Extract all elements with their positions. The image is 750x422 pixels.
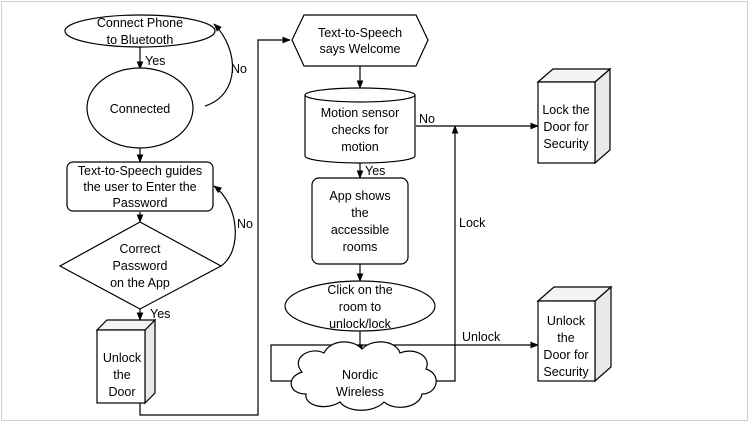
unlock-right-line-4: Security — [543, 365, 589, 379]
unlock-left-line-2: the — [113, 368, 130, 382]
app-rooms-line-2: the — [351, 206, 368, 220]
welcome-line-2: says Welcome — [319, 42, 400, 56]
edge-label-yes-password: Yes — [150, 307, 170, 321]
node-app-rooms: App shows the accessible rooms — [311, 177, 409, 265]
tts-guides-line-2: the user to Enter the — [83, 180, 196, 194]
edge-nordic-unlock-path — [270, 341, 539, 382]
node-click-room: Click on the room to unlock/lock — [284, 280, 436, 332]
node-unlock-door-left: Unlock the Door — [95, 318, 157, 405]
unlock-right-line-1: Unlock — [547, 314, 586, 328]
app-rooms-line-1: App shows — [329, 189, 390, 203]
connect-phone-line-2: to Bluetooth — [107, 33, 174, 47]
connected-label: Connected — [110, 102, 171, 116]
unlock-right-line-3: Door for — [543, 348, 588, 362]
node-tts-guides: Text-to-Speech guides the user to Enter … — [66, 161, 214, 212]
node-connect-phone: Connect Phone to Bluetooth — [64, 14, 216, 48]
password-line-3: on the App — [110, 276, 170, 290]
connectors — [136, 23, 539, 416]
unlock-left-line-3: Door — [108, 385, 135, 399]
node-correct-password: Correct Password on the App — [58, 221, 223, 310]
unlock-left-line-1: Unlock — [103, 351, 142, 365]
welcome-line-1: Text-to-Speech — [318, 26, 402, 40]
nordic-line-2: Wireless — [336, 385, 384, 399]
edge-password-back-to-tts — [213, 185, 236, 267]
motion-line-3: motion — [341, 140, 379, 154]
lock-door-line-3: Security — [543, 137, 589, 151]
motion-line-1: Motion sensor — [321, 106, 400, 120]
unlock-right-line-2: the — [557, 331, 574, 345]
lock-door-line-1: Lock the — [542, 103, 589, 117]
click-room-line-1: Click on the — [327, 283, 392, 297]
click-room-line-2: room to — [339, 300, 381, 314]
app-rooms-line-3: accessible — [331, 223, 389, 237]
edge-label-yes-motion: Yes — [365, 164, 385, 178]
app-rooms-line-4: rooms — [343, 240, 378, 254]
edge-label-lock: Lock — [459, 216, 486, 230]
connect-phone-line-1: Connect Phone — [97, 16, 183, 30]
node-nordic-wireless: Nordic Wireless — [290, 341, 437, 411]
tts-guides-line-3: Password — [113, 196, 168, 210]
edge-connected-back-to-connect — [204, 23, 234, 107]
node-motion-sensor: Motion sensor checks for motion — [304, 87, 416, 164]
edge-unlock-to-welcome — [139, 36, 291, 416]
edge-label-no-motion: No — [419, 112, 435, 126]
edge-label-no-password: No — [237, 217, 253, 231]
click-room-line-3: unlock/lock — [329, 317, 392, 331]
motion-line-2: checks for — [332, 123, 389, 137]
tts-guides-line-1: Text-to-Speech guides — [78, 164, 202, 178]
nordic-line-1: Nordic — [342, 368, 378, 382]
edge-label-yes-connect: Yes — [145, 54, 165, 68]
edge-label-unlock: Unlock — [462, 330, 501, 344]
node-connected: Connected — [86, 67, 194, 149]
password-line-1: Correct — [120, 242, 162, 256]
password-line-2: Password — [113, 259, 168, 273]
node-tts-welcome: Text-to-Speech says Welcome — [291, 14, 429, 67]
edge-label-no-connect: No — [231, 62, 247, 76]
node-unlock-door-right: Unlock the Door for Security — [536, 285, 613, 383]
lock-door-line-2: Door for — [543, 120, 588, 134]
node-lock-door: Lock the Door for Security — [536, 67, 612, 165]
edge-nordic-lock-path — [434, 125, 459, 382]
